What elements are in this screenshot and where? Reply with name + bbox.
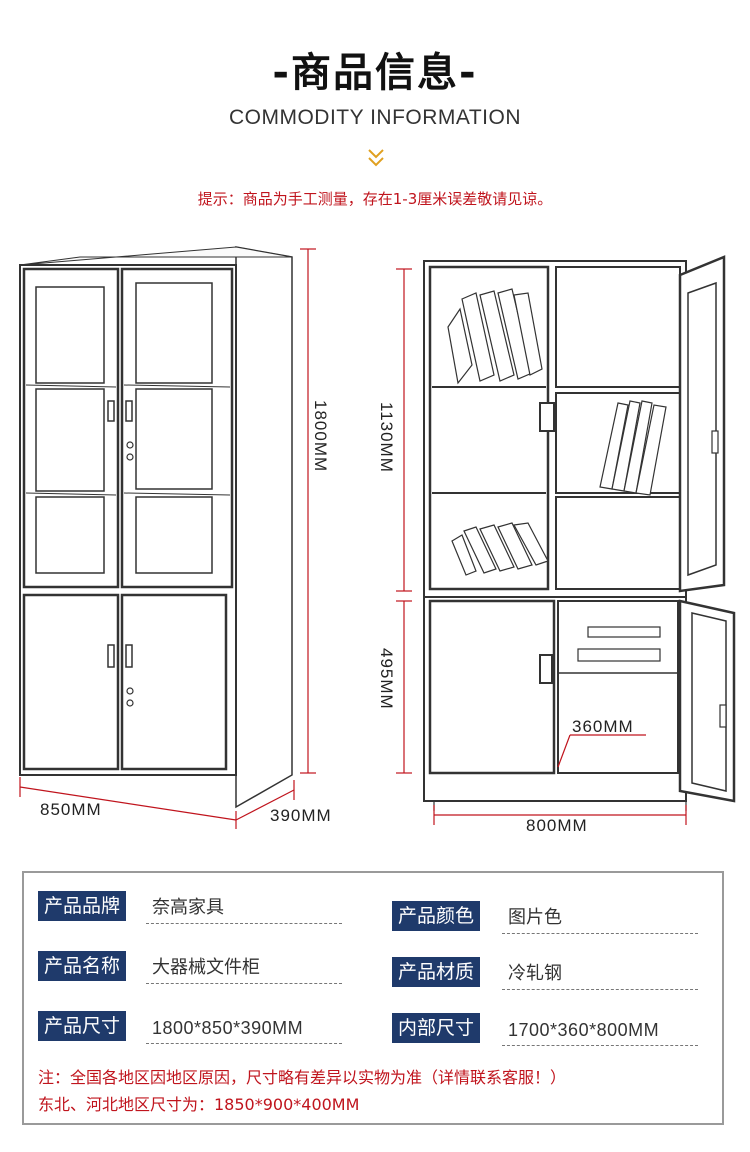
material-label: 产品材质 bbox=[392, 957, 481, 987]
material-value: 冷轧钢 bbox=[502, 959, 698, 990]
spec-panel bbox=[22, 871, 724, 1125]
brand-value: 奈高家具 bbox=[146, 893, 342, 924]
inner-size-label: 内部尺寸 bbox=[392, 1013, 481, 1043]
chevron-down-icon bbox=[368, 149, 384, 167]
right-lower-height-label: 495MM bbox=[377, 648, 396, 710]
color-label: 产品颜色 bbox=[392, 901, 481, 931]
right-width-label: 800MM bbox=[526, 816, 588, 835]
cabinet-illustration bbox=[19, 246, 736, 829]
region-note-line2: 东北、河北地区尺寸为：1850*900*400MM bbox=[38, 1095, 360, 1114]
size-label: 产品尺寸 bbox=[38, 1011, 127, 1041]
region-note-line1: 注：全国各地区因地区原因，尺寸略有差异以实物为准（详情联系客服！） bbox=[38, 1068, 567, 1087]
left-dimension-lines bbox=[19, 248, 316, 829]
right-dimension-lines bbox=[396, 268, 687, 825]
left-depth-label: 390MM bbox=[270, 806, 332, 825]
name-value: 大器械文件柜 bbox=[146, 953, 342, 984]
left-height-label: 1800MM bbox=[311, 400, 330, 473]
left-cabinet-drawing bbox=[19, 246, 293, 809]
page-title: -商品信息- bbox=[272, 50, 478, 96]
right-cabinet-drawing bbox=[423, 255, 736, 811]
size-value: 1800*850*390MM bbox=[146, 1013, 342, 1044]
name-label: 产品名称 bbox=[38, 951, 127, 981]
left-width-label: 850MM bbox=[40, 800, 102, 819]
inner-size-value: 1700*360*800MM bbox=[502, 1015, 698, 1046]
brand-label: 产品品牌 bbox=[38, 891, 127, 921]
inner-depth-label: 360MM bbox=[572, 717, 634, 736]
right-upper-height-label: 1130MM bbox=[377, 402, 396, 473]
color-value: 图片色 bbox=[502, 903, 698, 934]
measurement-notice: 提示：商品为手工测量，存在1-3厘米误差敬请见谅。 bbox=[197, 190, 553, 208]
page-subtitle: COMMODITY INFORMATION bbox=[228, 106, 522, 129]
